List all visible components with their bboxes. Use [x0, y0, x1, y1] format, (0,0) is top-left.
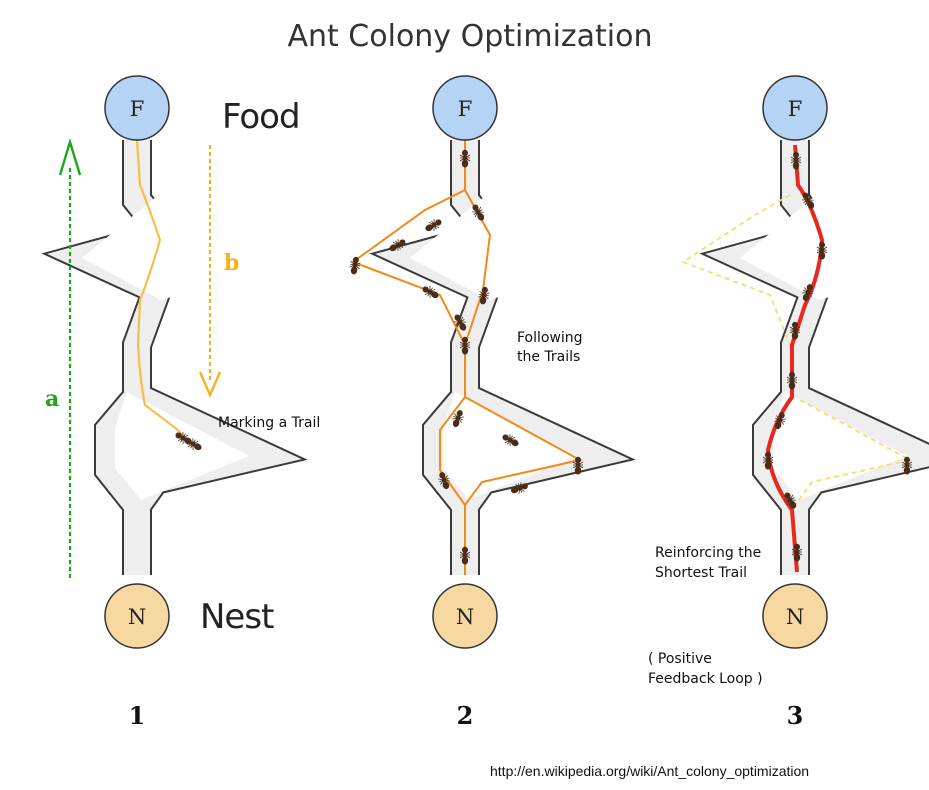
maze-path-1 [82, 140, 262, 575]
nest-node-2 [432, 583, 498, 649]
arrow-b-head [198, 371, 222, 399]
panel-number-1: 1 [129, 701, 146, 730]
nest-node-3 [762, 583, 828, 649]
nest-node-label-2: N [456, 605, 474, 629]
trail-left-upper [350, 189, 466, 346]
shortest-trail [765, 144, 825, 573]
food-node-label-3: F [788, 97, 803, 121]
ant [422, 216, 445, 235]
trail-left-lower [439, 396, 466, 575]
food-label: Food [222, 97, 300, 137]
ant [419, 283, 442, 302]
nest-node-label-3: N [786, 605, 804, 629]
panel-number-2: 2 [457, 701, 474, 730]
panel-number-3: 3 [787, 701, 804, 730]
panel-2: F N Following the Trails 2 [348, 75, 590, 730]
marking-trail-label: Marking a Trail [218, 415, 320, 431]
source-url: http://en.wikipedia.org/wiki/Ant_colony_… [490, 763, 809, 779]
fading-trail-upper [681, 194, 791, 346]
arrow-b-label: b [224, 250, 239, 276]
nest-node-label-1: N [128, 605, 146, 629]
reinforcing-label-line1: Reinforcing the [655, 545, 761, 561]
arrow-a-head [58, 137, 82, 176]
following-label-line2: the Trails [517, 349, 580, 365]
marked-trail [135, 139, 191, 446]
nest-node-1 [104, 583, 170, 649]
panel-1: a b F N Food Nest Marking a Trail 1 [45, 75, 320, 730]
following-label-line1: Following [517, 330, 583, 346]
feedback-label-line2: Feedback Loop ) [648, 671, 763, 687]
trail-right-lower [464, 396, 583, 506]
arrow-a-label: a [45, 386, 59, 412]
diagram-title: Ant Colony Optimization [287, 19, 652, 54]
food-node-2 [432, 75, 498, 141]
feedback-label-line1: ( Positive [648, 651, 712, 667]
food-node-3 [762, 75, 828, 141]
food-node-label-2: F [458, 97, 473, 121]
food-node-label-1: F [130, 97, 145, 121]
maze-path-3 [740, 140, 920, 575]
ant [348, 255, 362, 276]
reinforcing-label-line2: Shortest Trail [655, 565, 747, 581]
fading-trail-lower [794, 399, 913, 506]
food-node-1 [104, 75, 170, 141]
nest-label: Nest [200, 597, 274, 637]
panel-3: F N Reinforcing the Shortest Trail ( Pos… [648, 75, 920, 730]
